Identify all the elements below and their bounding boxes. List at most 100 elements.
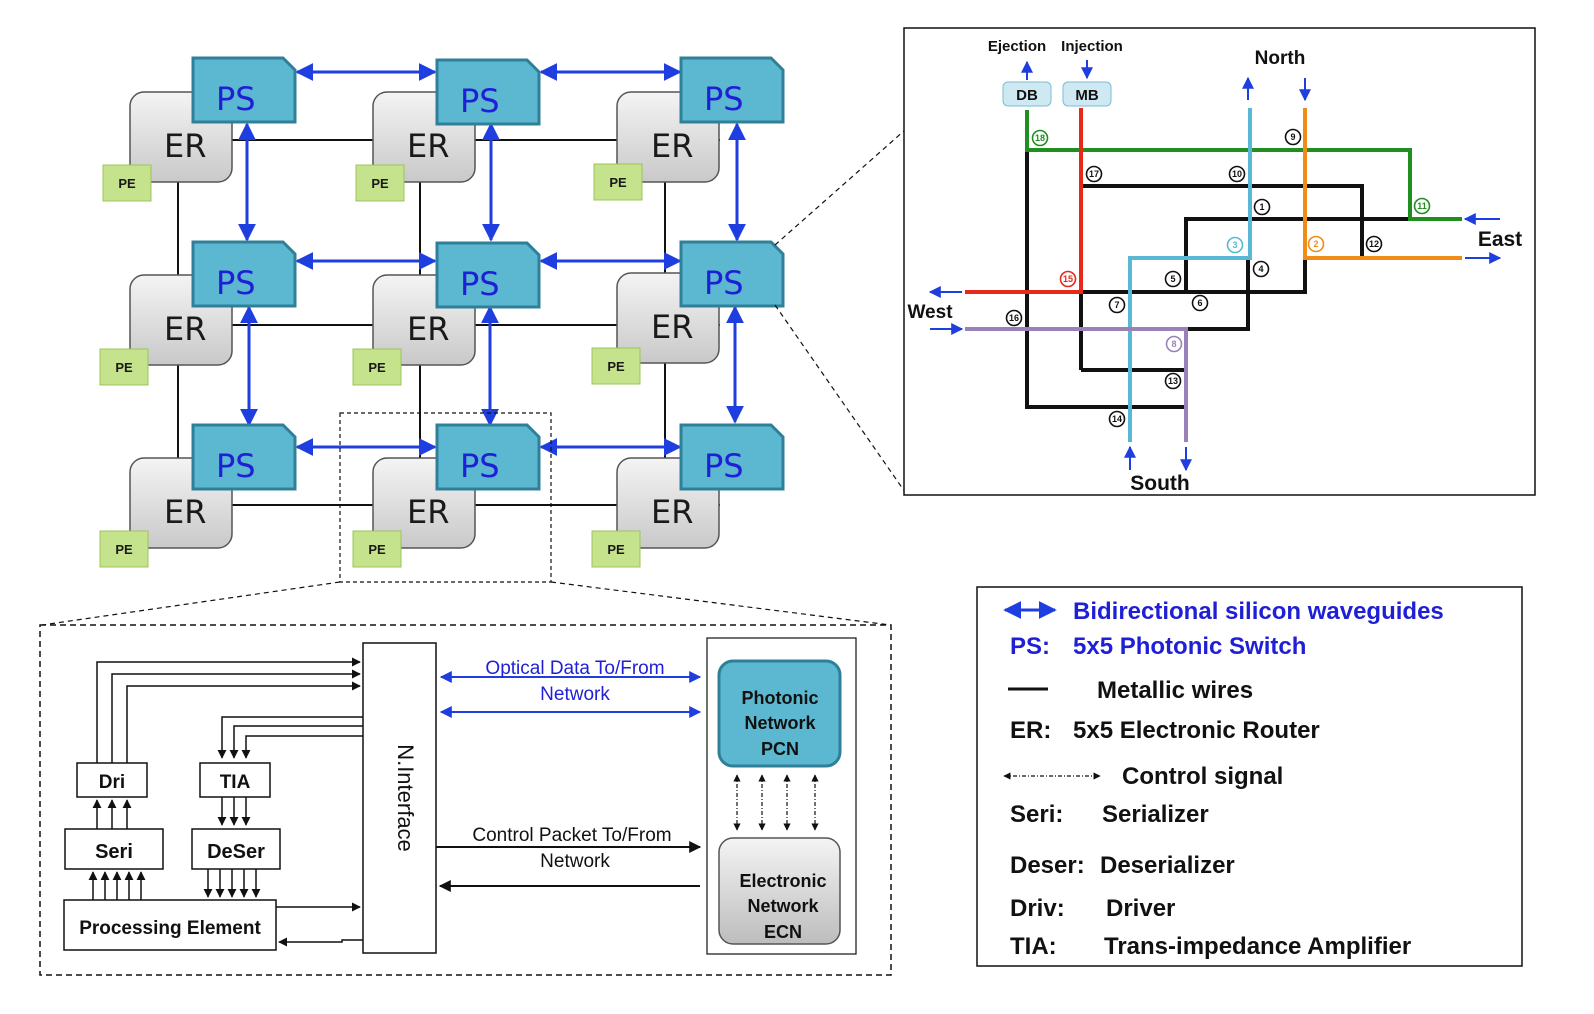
switch-port: 9 — [1284, 128, 1302, 146]
deser-to-pe — [203, 869, 261, 898]
electronic-line-2: Network — [747, 896, 819, 916]
deser-label: DeSer — [207, 841, 265, 863]
switch-port-number: 16 — [1009, 313, 1019, 323]
switch-port-number: 6 — [1197, 298, 1202, 308]
mb-buffer — [1062, 81, 1112, 107]
electronic-line-3: ECN — [764, 922, 802, 942]
optical-label-1: Optical Data To/From — [485, 658, 664, 679]
seri-box — [64, 828, 164, 870]
router-label: ER — [164, 493, 206, 531]
switch-port: 10 — [1228, 165, 1246, 183]
processing-element — [99, 348, 149, 386]
switch-port-number: 10 — [1232, 169, 1242, 179]
switch-port-number: 5 — [1170, 274, 1175, 284]
switch-label: PS — [460, 447, 500, 485]
router-label: ER — [407, 127, 449, 165]
processing-element — [591, 347, 641, 385]
pe-interface-wires — [276, 902, 363, 947]
legend-tia-text: Trans-impedance Amplifier — [1104, 933, 1411, 960]
switch-port-number: 2 — [1313, 239, 1318, 249]
switch-port: 15 — [1059, 270, 1077, 288]
legend: Bidirectional silicon waveguides PS: 5x5… — [976, 586, 1523, 967]
processing-element — [99, 530, 149, 568]
processing-element — [593, 163, 643, 201]
photonic-network-box — [717, 659, 842, 768]
switch-port: 4 — [1252, 260, 1270, 278]
seri-to-dri — [92, 799, 132, 829]
mesh-node: ER PS PE — [352, 241, 541, 386]
photonic-line-1: Photonic — [742, 688, 819, 708]
router-label: ER — [407, 310, 449, 348]
orange-path — [1303, 108, 1462, 260]
photonic-switch — [679, 240, 785, 308]
red-path — [965, 108, 1083, 294]
photonic-switch — [191, 423, 297, 491]
electronic-line-1: Electronic — [739, 871, 826, 891]
legend-seri-key: Seri: — [1010, 801, 1063, 828]
zoom-lines — [41, 129, 906, 626]
switch-port-number: 17 — [1089, 169, 1099, 179]
photonic-switch — [435, 58, 541, 126]
legend-seri-text: Serializer — [1102, 801, 1209, 828]
legend-er-key: ER: — [1010, 717, 1051, 744]
photonic-switch — [435, 241, 541, 309]
photonic-switch — [679, 423, 785, 491]
optical-label-2: Network — [540, 684, 610, 705]
db-buffer — [1002, 81, 1052, 107]
switch-port: 13 — [1164, 372, 1182, 390]
legend-tia-key: TIA: — [1010, 933, 1057, 960]
switch-port: 12 — [1365, 235, 1383, 253]
switch-port-number: 3 — [1232, 240, 1237, 250]
dri-wires — [96, 657, 361, 763]
switch-port: 5 — [1164, 270, 1182, 288]
processing-element-box — [63, 899, 277, 951]
legend-ps-key: PS: — [1010, 633, 1050, 660]
deser-box — [191, 828, 281, 870]
control-packet-arrows — [436, 841, 702, 892]
switch-port: 17 — [1085, 165, 1103, 183]
seri-label: Seri — [95, 841, 133, 863]
switch-port: 3 — [1226, 236, 1244, 254]
legend-wire-text: Metallic wires — [1097, 677, 1253, 704]
electronic-network-box — [718, 837, 841, 945]
n-interface-box — [362, 642, 437, 954]
switch-port-number: 12 — [1369, 239, 1379, 249]
processing-element — [352, 530, 402, 568]
control-label-2: Network — [540, 851, 610, 872]
optical-arrows — [439, 671, 702, 718]
dri-box — [76, 762, 148, 798]
switch-port-number: 1 — [1259, 202, 1264, 212]
photonic-switch — [679, 56, 785, 124]
pe-label: PE — [368, 360, 386, 375]
switch-port: 1 — [1253, 198, 1271, 216]
switch-label: PS — [460, 265, 500, 303]
switch-label: PS — [216, 264, 256, 302]
switch-port-number: 11 — [1417, 201, 1427, 211]
photonic-switch — [435, 423, 541, 491]
pe-label: PE — [609, 175, 627, 190]
switch-port: 11 — [1413, 197, 1431, 215]
pe-label: PE — [118, 176, 136, 191]
switch-label: PS — [704, 447, 744, 485]
pe-label: PE — [607, 542, 625, 557]
pe-label: PE — [371, 176, 389, 191]
pe-to-seri — [88, 871, 146, 900]
switch-port-number: 18 — [1035, 133, 1045, 143]
purple-path — [965, 327, 1188, 442]
router-label: ER — [651, 127, 693, 165]
switch-port: 7 — [1108, 296, 1126, 314]
photonic-line-2: Network — [744, 713, 816, 733]
switch-label: PS — [704, 264, 744, 302]
processing-element — [352, 348, 402, 386]
legend-er-text: 5x5 Electronic Router — [1073, 717, 1320, 744]
west-label: West — [907, 302, 953, 323]
processing-element — [102, 164, 152, 202]
switch-port: 18 — [1031, 129, 1049, 147]
processing-element-label: Processing Element — [79, 918, 261, 939]
tia-wires — [217, 716, 363, 759]
waveguides — [238, 63, 746, 456]
